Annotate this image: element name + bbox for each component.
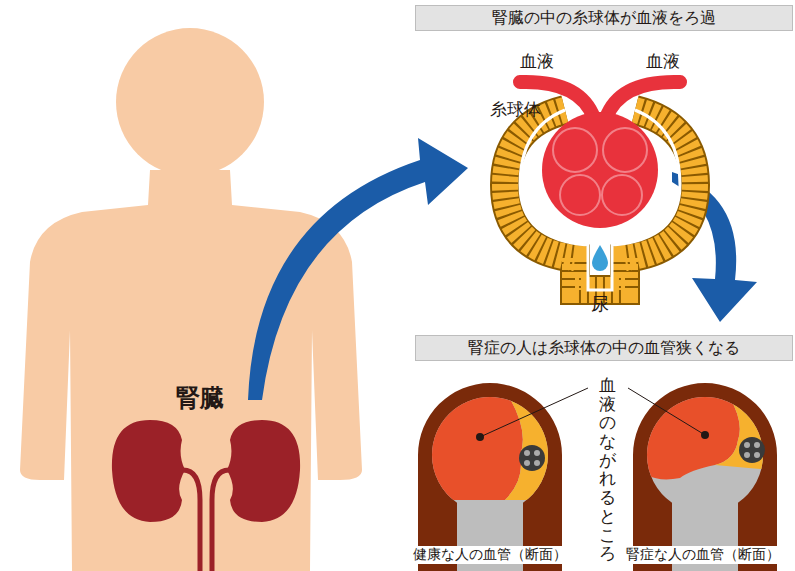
circle-shape [519,445,545,471]
circle-shape [739,437,765,463]
heading-text: 腎臓の中の糸球体が血液をろ過 [492,8,716,29]
circle-shape [754,442,760,448]
circle-shape [553,128,597,172]
kidneys [112,420,300,571]
circle-shape [534,460,540,466]
circle-shape [744,442,750,448]
caption-label: 健康な人の血管（断面） [411,546,569,564]
path-shape [212,470,229,571]
path-shape [505,110,695,290]
path-shape [183,470,200,571]
heading-band: 腎症の人は糸球体の中の血管狭くなる [415,335,793,361]
vertical-label: 血液のながれるところ [599,376,616,563]
path-shape [647,390,740,479]
circle-shape [116,28,264,176]
g-shape [420,390,570,571]
part-label: 血液 [520,50,554,73]
human-body [20,28,362,571]
circle-shape [744,452,750,458]
circle-shape [603,128,647,172]
part-label: 糸球体 [490,98,541,121]
circle-shape [602,175,642,215]
path-shape [505,390,560,500]
path-shape [505,110,695,290]
circle-shape [524,460,530,466]
circle-shape [524,450,530,456]
circle-shape [754,452,760,458]
heading-text: 腎症の人は糸球体の中の血管狭くなる [468,338,740,359]
path-shape [592,245,608,271]
path-shape [520,110,680,290]
healthy-vessel [418,383,588,571]
circle-shape [542,112,658,228]
heading-band: 腎臓の中の糸球体が血液をろ過 [415,5,793,31]
part-label: 尿 [591,292,609,316]
line-shape [628,388,705,435]
path-shape [227,420,300,522]
path-shape [715,390,770,470]
circle-shape [534,450,540,456]
circle-shape [560,175,600,215]
rect-shape [640,390,790,571]
caption-label: 腎症な人の血管（断面） [624,546,782,564]
part-label: 血液 [646,50,680,73]
path-shape [112,420,185,522]
organ-label: 腎臓 [176,382,224,414]
narrowed-vessel [628,383,790,571]
g-shape [640,390,790,571]
path-shape [432,390,523,500]
line-shape [480,388,588,437]
rect-shape [420,390,570,571]
